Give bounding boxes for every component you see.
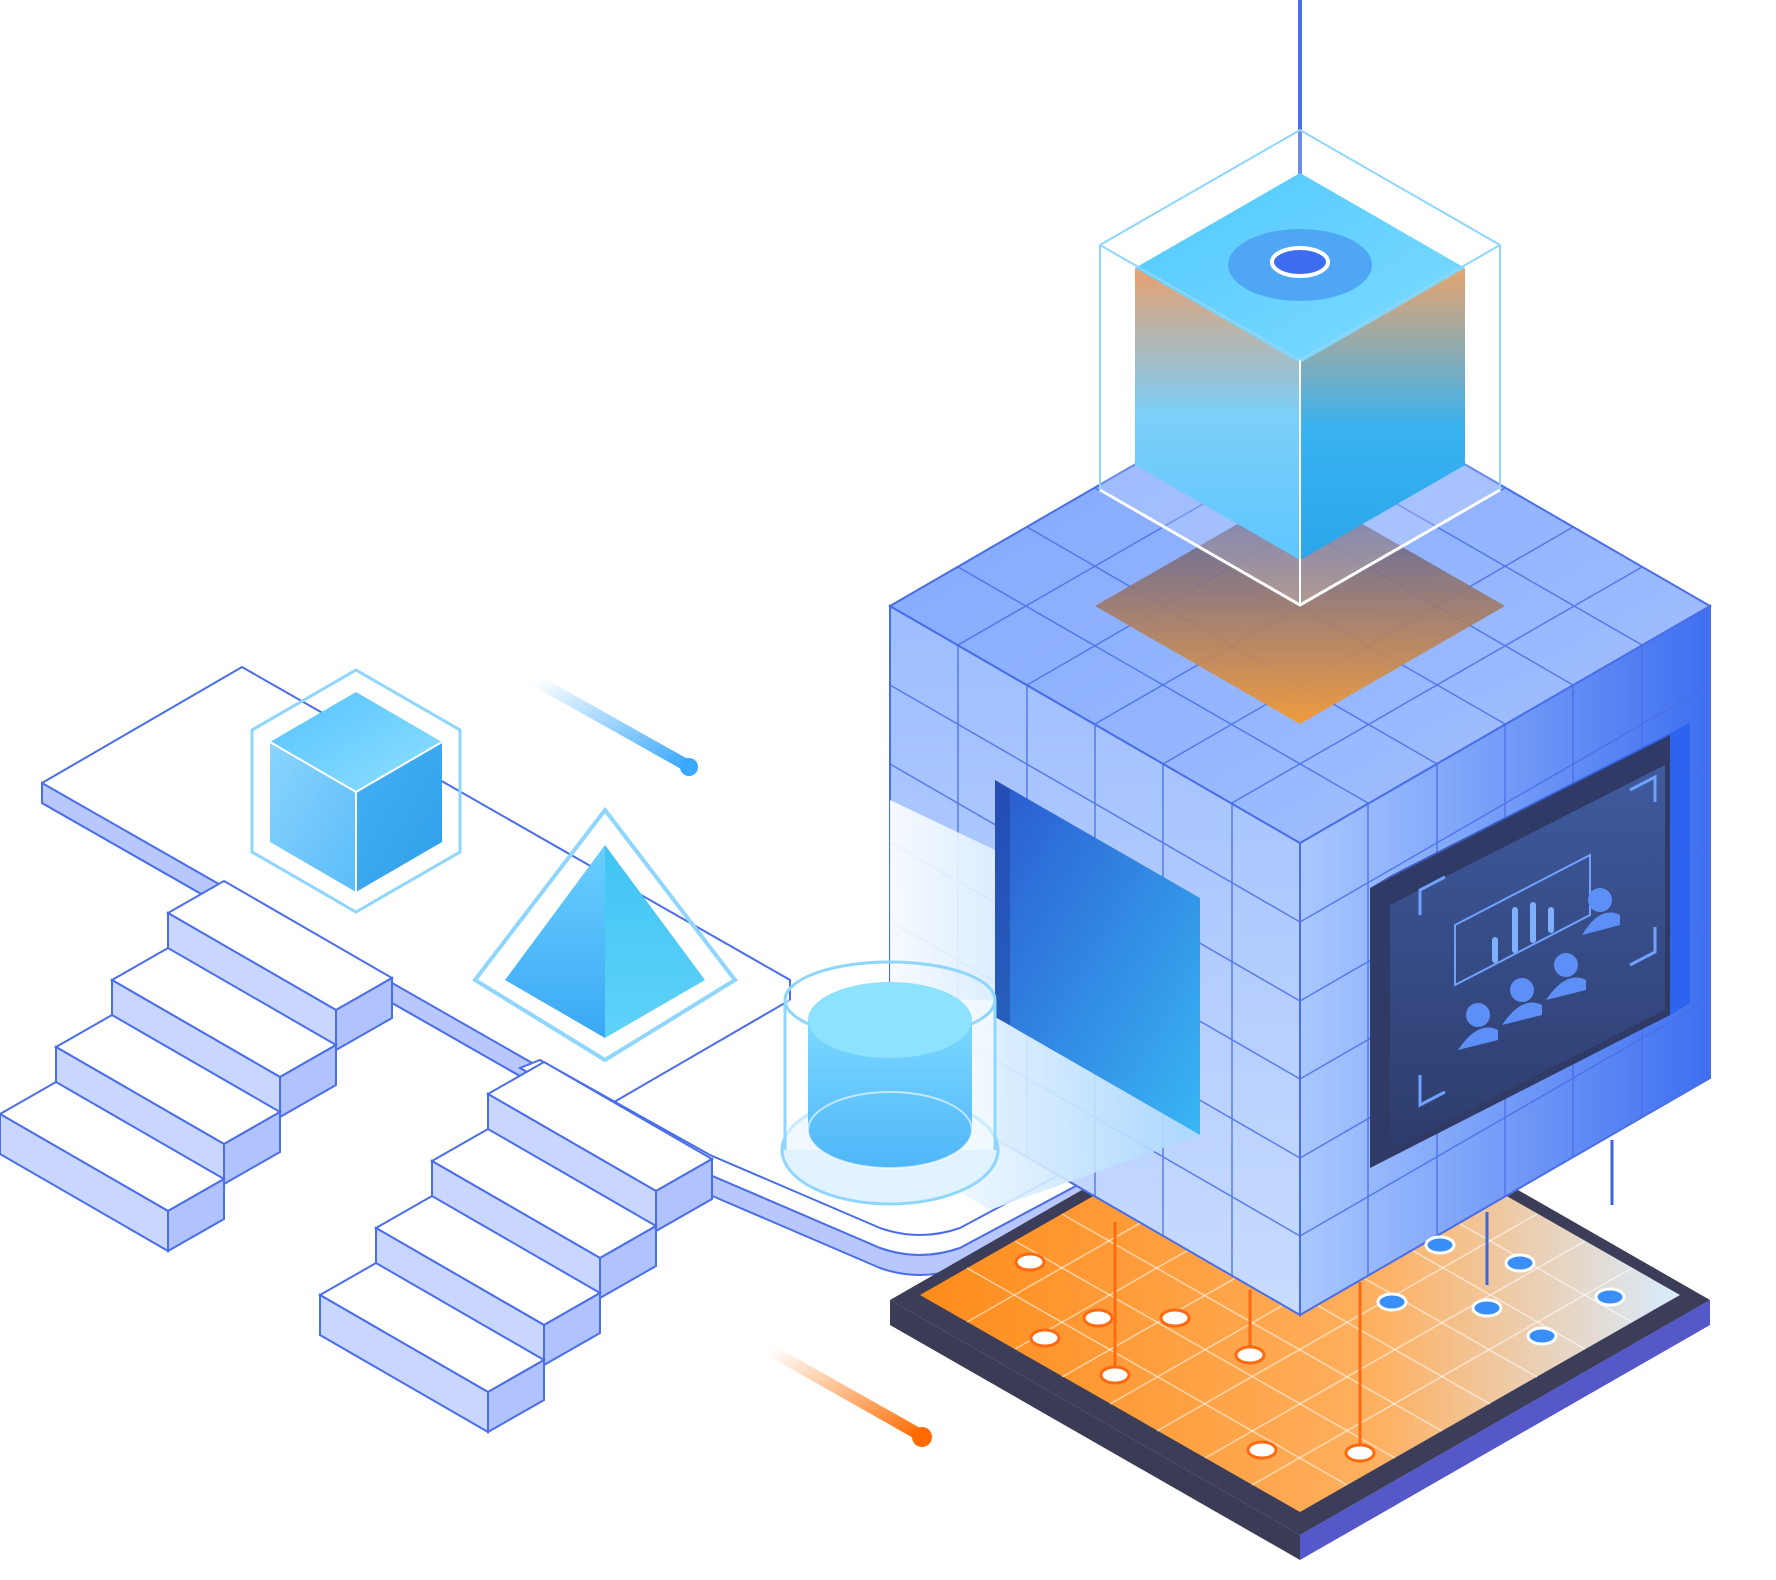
gridded-server-cube xyxy=(888,367,1712,1463)
meteor-blue xyxy=(529,674,698,776)
monitor-panel xyxy=(1370,723,1690,1168)
right-stairs xyxy=(317,1060,715,1434)
pyramid-object xyxy=(472,806,738,1063)
glass-cube-top xyxy=(1099,0,1501,607)
left-stairs xyxy=(0,879,395,1253)
cube-object xyxy=(250,668,462,914)
cylinder-database xyxy=(780,960,1000,1206)
meteor-orange xyxy=(764,1344,932,1447)
